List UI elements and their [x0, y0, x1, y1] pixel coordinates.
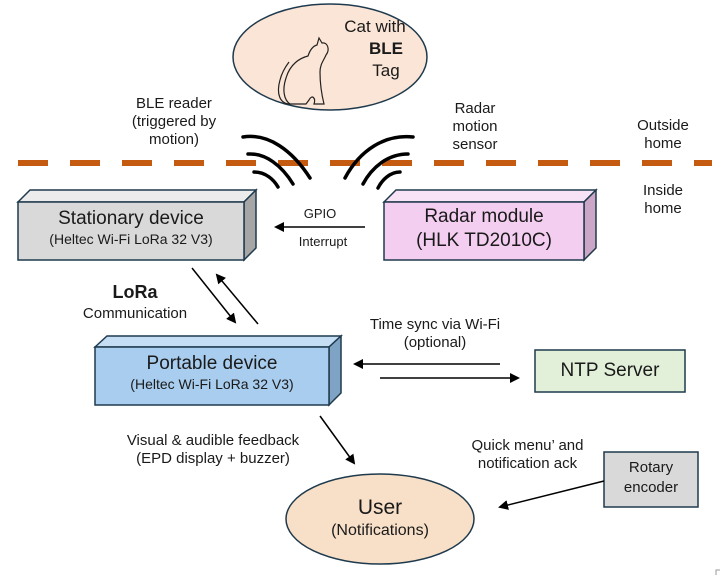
rotary-line2: encoder: [623, 479, 679, 497]
time-sync-line2: (optional): [403, 334, 467, 351]
ntp-server-label: NTP Server: [560, 360, 660, 381]
outside-home-label: Outside home: [628, 117, 698, 153]
radar-sensor-label: Radar motion sensor: [440, 100, 510, 154]
stationary-title: Stationary device: [58, 208, 204, 229]
feedback-line2: (EPD display + buzzer): [136, 450, 290, 467]
portable-device-label: Portable device (Heltec Wi-Fi LoRa 32 V3…: [95, 352, 329, 393]
rotary-line1: Rotary: [628, 459, 674, 476]
ble-signal-icon: [241, 134, 312, 189]
lora-arrow-down: [191, 267, 237, 324]
interrupt-label: Interrupt: [298, 234, 348, 249]
user-subtitle: (Notifications): [331, 522, 429, 540]
cat-icon: [277, 36, 329, 105]
ble-reader-label: BLE reader (triggered by motion): [114, 95, 234, 149]
outside-line2: home: [644, 135, 682, 152]
inside-line2: home: [644, 200, 682, 217]
user-label: User (Notifications): [286, 495, 474, 541]
lora-label: LoRa: [112, 282, 158, 302]
time-sync-line1: Time sync via Wi-Fi: [369, 316, 501, 333]
ntp-server-box: [534, 349, 686, 393]
feedback-line1: Visual & audible feedback: [126, 432, 300, 449]
quick-menu-label: Quick menu’ and notification ack: [455, 437, 600, 473]
inside-line1: Inside: [642, 182, 684, 199]
radar-module-box: [382, 188, 598, 262]
gpio-label: GPIO: [303, 206, 337, 221]
radar-title: Radar module: [424, 206, 544, 227]
radar-sensor-line3: sensor: [452, 136, 498, 153]
radar-sensor-line1: Radar: [454, 100, 496, 117]
cat-line2: BLE: [369, 38, 403, 58]
corner-mark: [715, 569, 720, 575]
time-sync-label: Time sync via Wi-Fi (optional): [350, 316, 520, 352]
quick-menu-line1: Quick menu’ and: [471, 437, 584, 454]
portable-title: Portable device: [146, 353, 278, 374]
cat-line3: Tag: [372, 60, 400, 80]
radar-signal-icon: [343, 134, 415, 190]
cat-ellipse: [232, 3, 428, 111]
lora-arrow-up: [215, 273, 259, 325]
rotary-encoder-box: [603, 451, 699, 508]
ble-reader-line2: (triggered by: [131, 113, 217, 130]
radar-subtitle: (HLK TD2010C): [416, 229, 552, 251]
inside-home-label: Inside home: [628, 182, 698, 218]
rotary-encoder-label: Rotary encoder: [604, 458, 698, 499]
stationary-device-box: [16, 188, 258, 262]
stationary-device-label: Stationary device (Heltec Wi-Fi LoRa 32 …: [18, 207, 244, 248]
user-title: User: [357, 496, 403, 519]
radar-sensor-line2: motion: [452, 118, 498, 135]
lora-sub-label: Communication: [82, 305, 188, 322]
radar-module-label: Radar module (HLK TD2010C): [384, 205, 584, 253]
user-ellipse: [285, 473, 475, 565]
ble-reader-line3: motion): [148, 131, 200, 148]
quick-menu-line2: notification ack: [477, 455, 578, 472]
portable-device-box: [93, 334, 343, 407]
cat-line1: Cat with: [344, 17, 406, 36]
ble-reader-line1: BLE reader: [136, 95, 212, 112]
portable-subtitle: (Heltec Wi-Fi LoRa 32 V3): [130, 375, 294, 392]
outside-line1: Outside: [637, 117, 689, 134]
feedback-arrow: [319, 415, 356, 465]
feedback-label: Visual & audible feedback (EPD display +…: [108, 432, 318, 468]
cat-label: Cat with BLE Tag: [335, 16, 415, 81]
rotary-arrow: [498, 480, 605, 510]
stationary-subtitle: (Heltec Wi-Fi LoRa 32 V3): [49, 230, 213, 247]
